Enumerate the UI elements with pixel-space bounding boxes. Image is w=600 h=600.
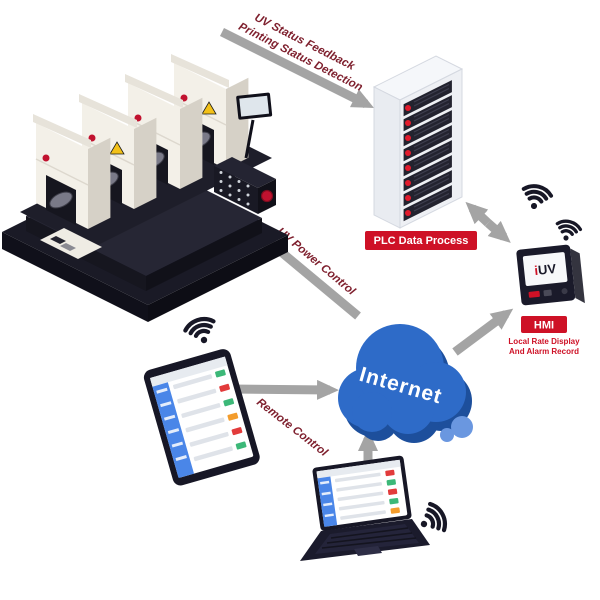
laptop-trackpad — [354, 546, 382, 556]
label-remote-control: Remote Control — [254, 396, 330, 459]
plc-badge: PLC Data Process — [365, 231, 477, 250]
arrow-plc-hmi-link-up — [465, 201, 492, 227]
warning-triangle-icon — [109, 141, 125, 155]
hmi-caption-line2: And Alarm Record — [509, 347, 579, 356]
hmi-brand-logo: iUV — [534, 261, 557, 278]
rack-left-face — [373, 86, 401, 229]
emergency-stop-button — [260, 189, 274, 203]
press-monitor — [236, 92, 273, 159]
press-unit-1 — [33, 114, 111, 229]
hmi-badge: HMI — [521, 316, 567, 333]
cloud-body — [338, 324, 466, 434]
laptop-app-rows — [334, 469, 400, 520]
wifi-icon-hmi-2 — [552, 217, 584, 246]
wifi-icon-hmi-1 — [517, 181, 555, 215]
tablet-app-rows — [173, 369, 247, 462]
wifi-icon-tablet — [183, 316, 219, 348]
hmi-caption-line1: Local Rate Display — [508, 337, 580, 346]
tablet-device — [143, 349, 260, 486]
keypad-dots — [219, 171, 250, 206]
arrow-cloud-to-hmi — [452, 308, 514, 356]
warning-triangle-icon — [201, 101, 217, 115]
arrow-tablet-to-cloud — [229, 379, 339, 400]
printing-press-illustration — [2, 54, 288, 322]
laptop-device — [300, 455, 430, 561]
arrow-status-feedback-to-plc — [219, 27, 375, 109]
press-console — [40, 228, 102, 259]
arrow-plc-hmi-link-down — [485, 219, 511, 243]
plc-server-rack — [372, 55, 464, 229]
plc-badge-label: PLC Data Process — [374, 235, 469, 247]
hmi-screen — [522, 252, 568, 286]
hmi-badge-label: HMI — [534, 320, 554, 332]
hmi-device: iUV — [516, 244, 585, 306]
internet-cloud: Internet — [338, 324, 473, 443]
press-control-cabinet — [214, 157, 276, 214]
